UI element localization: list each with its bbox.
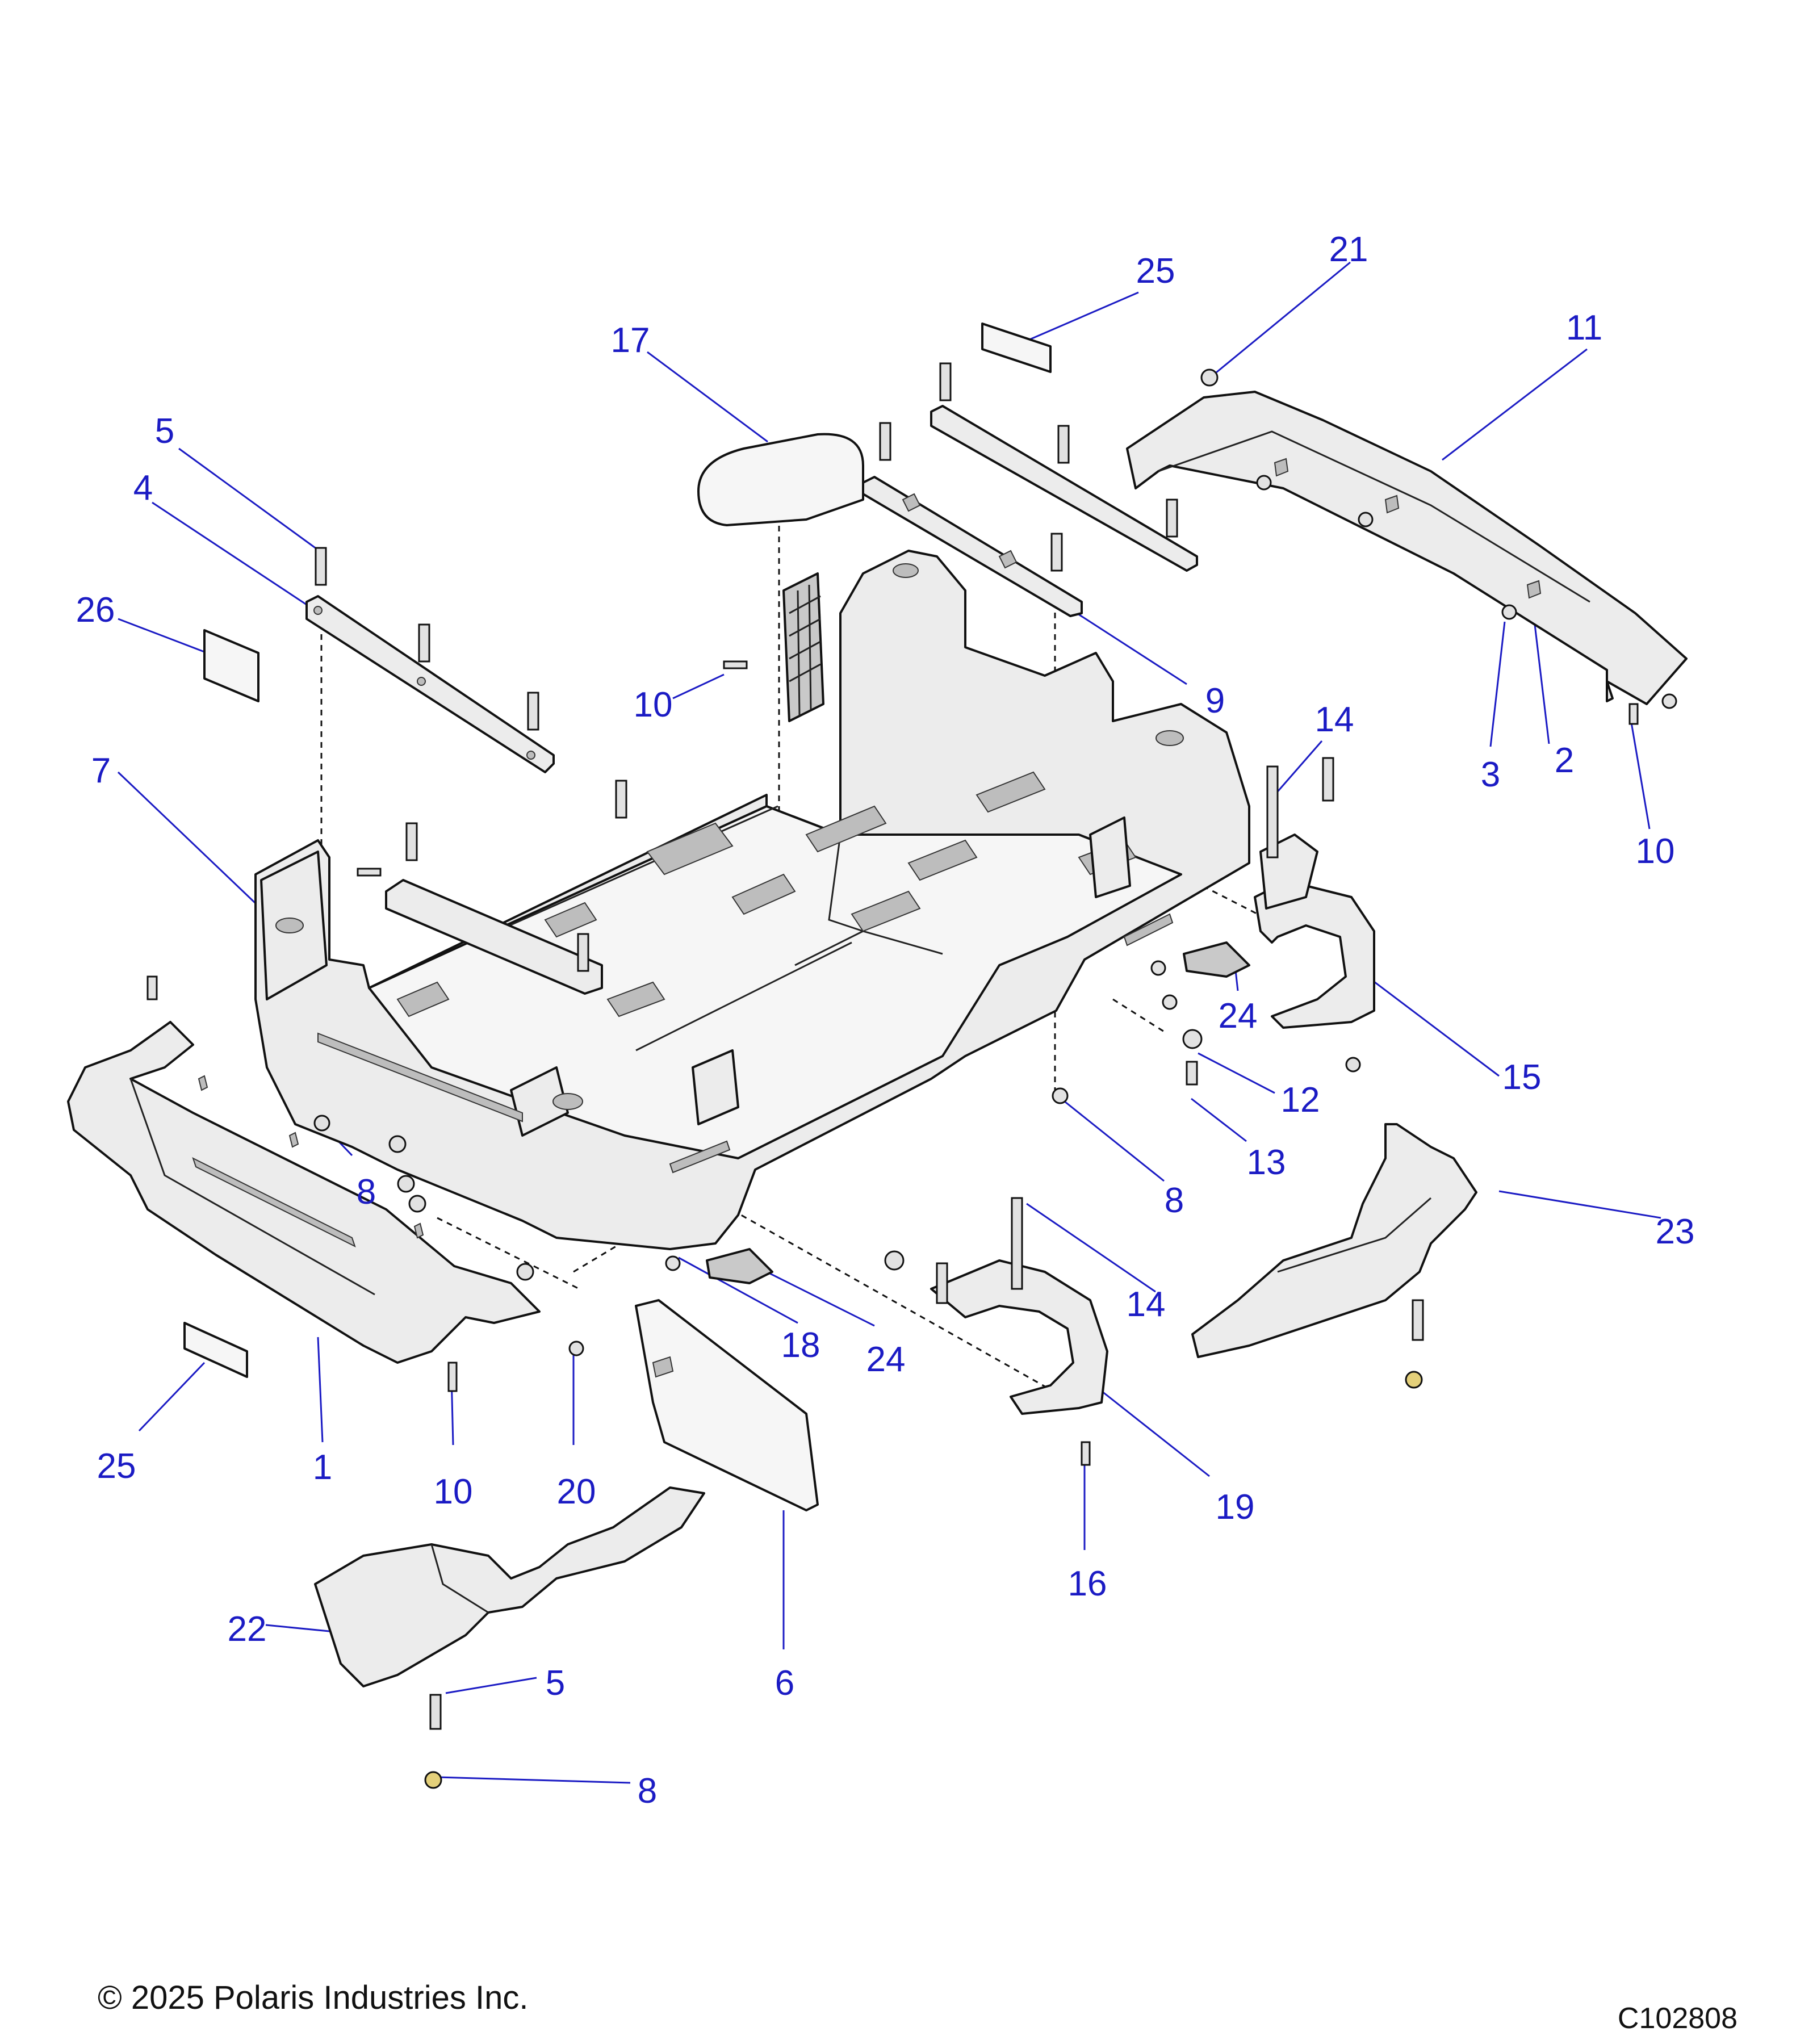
callout-16: 16 [1068,1564,1107,1603]
callout-15: 15 [1502,1058,1542,1097]
front-grab-rail [1126,391,1688,705]
right-fender-shield [1191,1123,1477,1358]
cargo-side-panel [635,1299,819,1511]
cargo-front-vent [782,572,824,722]
callout-20: 20 [557,1472,596,1511]
cargo-cover-pad [697,433,864,526]
callout-22: 22 [228,1610,267,1649]
callout-6: 6 [775,1664,794,1703]
callout-12: 12 [1281,1080,1320,1120]
callout-7: 7 [91,751,111,790]
callout-8: 8 [638,1771,657,1811]
callout-24: 24 [1219,996,1258,1036]
callout-26: 26 [76,590,115,630]
callout-2: 2 [1555,741,1574,780]
callout-25: 25 [97,1447,136,1486]
callout-14: 14 [1315,700,1354,739]
callout-17: 17 [611,321,650,360]
callout-25: 25 [1136,252,1175,291]
callout-labels: 21 25 11 17 5 4 26 10 9 14 3 2 10 7 24 1… [76,230,1695,1811]
callout-13: 13 [1247,1143,1286,1182]
callout-11: 11 [1566,308,1602,347]
fastener-bolts [146,362,1639,1730]
rear-cross-brace [305,595,555,773]
rear-bumper-panel [67,1021,541,1364]
callout-19: 19 [1216,1488,1255,1527]
callout-5: 5 [155,412,174,451]
callout-21: 21 [1329,230,1368,269]
callout-10: 10 [1636,832,1675,871]
callout-3: 3 [1481,755,1500,794]
front-cross-brace [862,405,1198,617]
drawing-id: C102808 [1618,2002,1738,2035]
callout-5: 5 [546,1664,565,1703]
callout-10: 10 [634,685,673,724]
copyright-notice: © 2025 Polaris Industries Inc. [98,1979,528,2016]
cargo-box-tub [254,550,1250,1250]
tailgate-brace [385,879,603,995]
callout-10: 10 [434,1472,473,1511]
callout-24: 24 [866,1340,906,1379]
right-side-step-bracket [1254,833,1375,1029]
callout-14: 14 [1127,1285,1166,1324]
callout-8: 8 [1165,1181,1184,1220]
left-side-step-bracket [930,1259,1108,1415]
callout-18: 18 [781,1326,820,1365]
callout-8: 8 [357,1172,376,1212]
warning-decals [183,322,1052,1378]
bumper-pads [706,941,1250,1284]
callout-1: 1 [313,1448,332,1487]
left-fender-shield [314,1486,705,1687]
callout-9: 9 [1205,681,1225,721]
callout-4: 4 [133,468,153,508]
leader-lines [117,261,1661,1784]
callout-23: 23 [1656,1212,1695,1251]
fastener-nuts [313,368,1677,1789]
